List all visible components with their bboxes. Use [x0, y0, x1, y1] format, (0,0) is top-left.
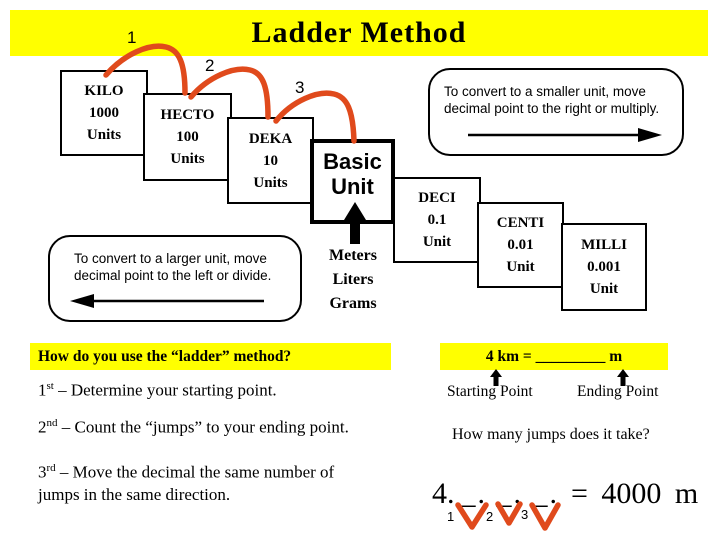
unit-name: MILLI [581, 237, 627, 253]
jump-number-1: 1 [127, 28, 137, 47]
left-arrow-icon [70, 294, 264, 308]
jumps-question: How many jumps does it take? [452, 426, 650, 443]
callout-larger-line1: To convert to a larger unit, move [74, 251, 267, 266]
step-ordinal-suffix: rd [46, 462, 56, 474]
how-to-step-1: 1st – Determine your starting point. [38, 375, 277, 402]
unit-label: Unit [589, 281, 619, 297]
decimal-jump-number-2: 2 [486, 509, 494, 524]
jump-number-2: 2 [205, 56, 215, 75]
how-to-step-3: 3rd – Move the decimal the same number o… [38, 457, 376, 506]
step-ordinal: 1 [38, 380, 47, 400]
decimal-jump-number-3: 3 [521, 507, 529, 522]
unit-box-centi: CENTI 0.01 Unit [477, 202, 564, 288]
callout-smaller-unit: To convert to a smaller unit, move decim… [428, 68, 684, 156]
callout-larger-text: To convert to a larger unit, move decima… [74, 250, 292, 284]
worked-equation: 4._. _. _. = 4000 m [432, 477, 698, 511]
unit-name: DEKA [248, 130, 293, 147]
unit-label: Units [253, 174, 288, 191]
unit-box-hecto: HECTO 100 Units [143, 93, 232, 181]
equation-start: 4. [432, 477, 455, 510]
callout-larger-unit: To convert to a larger unit, move decima… [48, 235, 302, 322]
unit-name: KILO [84, 83, 124, 99]
title-banner: Ladder Method [10, 10, 708, 56]
unit-label: Unit [422, 234, 452, 250]
ending-point-up-arrow-icon [617, 369, 629, 386]
unit-value: 0.01 [507, 237, 534, 253]
unit-box-deka: DEKA 10 Units [227, 117, 314, 204]
unit-name: CENTI [496, 215, 545, 231]
base-unit-grams: Grams [329, 295, 377, 312]
unit-name: Basic [323, 149, 382, 174]
base-unit-meters: Meters [329, 247, 377, 264]
decimal-jump-number-1: 1 [447, 509, 455, 524]
unit-value: 100 [176, 129, 199, 145]
right-arrow-icon [468, 128, 662, 142]
unit-box-milli: MILLI 0.001 Unit [561, 223, 647, 311]
how-to-step-2: 2nd – Count the “jumps” to your ending p… [38, 412, 349, 439]
base-units-list: Meters Liters Grams [306, 244, 400, 316]
callout-smaller-line2: decimal point to the right or multiply. [444, 101, 660, 116]
example-problem-band: 4 km = _________ m [440, 343, 668, 370]
unit-label: Unit [506, 259, 535, 275]
step-ordinal: 2 [38, 417, 47, 437]
step-ordinal: 3 [38, 462, 47, 482]
equation-result: = 4000 m [571, 477, 699, 510]
how-to-question: How do you use the “ladder” method? [38, 347, 292, 365]
unit-value: 10 [263, 152, 278, 169]
step-text: – Determine your starting point. [53, 380, 277, 400]
unit-box-deci: DECI 0.1 Unit [393, 177, 481, 263]
unit-label: Units [86, 127, 122, 143]
ending-point-label: Ending Point [577, 383, 659, 400]
callout-smaller-text: To convert to a smaller unit, move decim… [444, 83, 674, 117]
example-problem: 4 km = _________ m [485, 347, 623, 365]
step-text: – Move the decimal the same number of ju… [38, 462, 335, 504]
page-title: Ladder Method [251, 16, 467, 49]
unit-label: Unit [331, 174, 374, 199]
step-ordinal-suffix: nd [46, 417, 58, 429]
unit-name: DECI [418, 190, 456, 206]
starting-point-up-arrow-icon [490, 369, 502, 386]
step-ordinal-suffix: st [46, 380, 54, 392]
how-to-question-bar: How do you use the “ladder” method? [30, 343, 391, 370]
starting-point-label: Starting Point [447, 383, 533, 400]
unit-value: 0.1 [427, 212, 447, 228]
jump-number-3: 3 [295, 78, 305, 97]
base-unit-liters: Liters [332, 271, 374, 288]
unit-value: 0.001 [587, 259, 621, 275]
step-text: – Count the “jumps” to your ending point… [57, 417, 349, 437]
unit-value: 1000 [89, 105, 119, 121]
unit-label: Units [170, 151, 205, 167]
unit-name: HECTO [160, 107, 215, 123]
unit-box-basic: Basic Unit [310, 139, 395, 224]
callout-larger-line2: decimal point to the left or divide. [74, 268, 272, 283]
callout-smaller-line1: To convert to a smaller unit, move [444, 84, 646, 99]
unit-box-kilo: KILO 1000 Units [60, 70, 148, 156]
equation-blanks: _. _. _. [460, 477, 559, 510]
